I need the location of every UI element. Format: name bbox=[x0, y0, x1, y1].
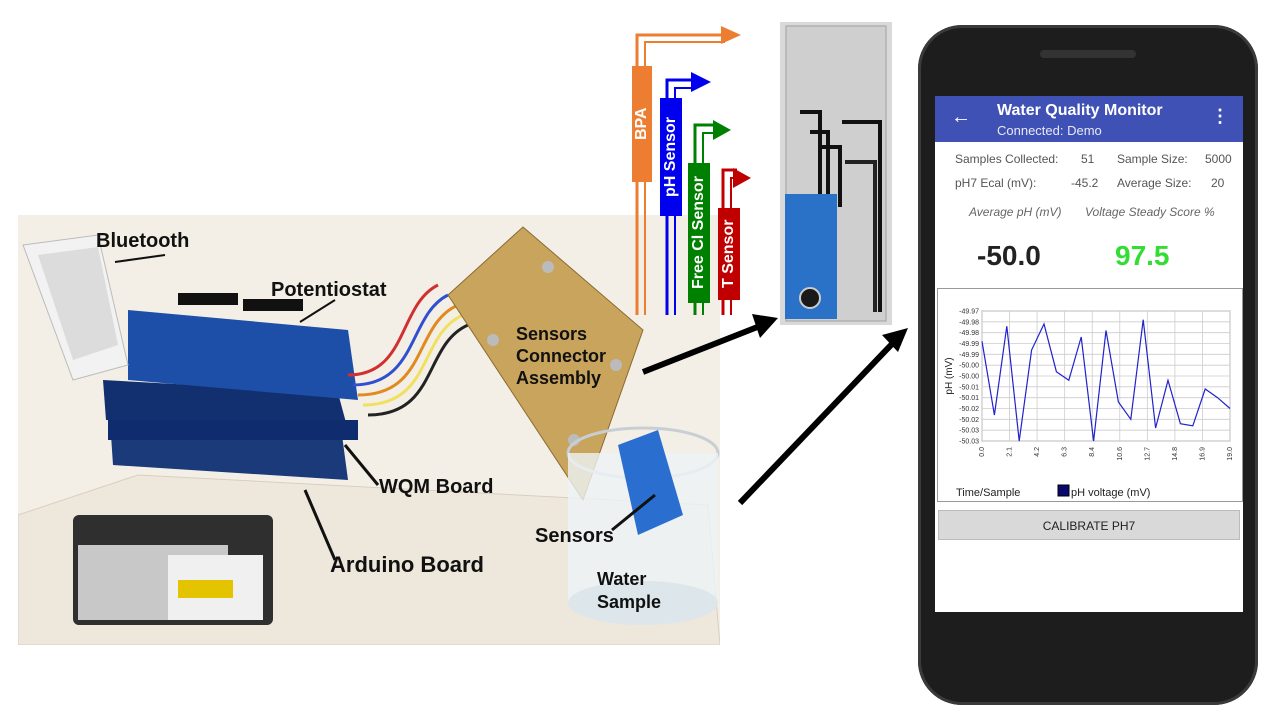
connection-status: Connected: Demo bbox=[997, 123, 1102, 138]
y-tick-label: -50.01 bbox=[959, 384, 979, 391]
y-tick-label: -50.02 bbox=[959, 417, 979, 424]
label-water-sample: Water Sample bbox=[597, 569, 662, 612]
steady-score-label: Voltage Steady Score % bbox=[1085, 205, 1215, 219]
x-tick-label: 0.0 bbox=[979, 447, 986, 457]
average-size-value: 20 bbox=[1211, 176, 1225, 190]
sensor-free-cl-text: Free Cl Sensor bbox=[690, 176, 707, 290]
samples-collected-label: Samples Collected: bbox=[955, 152, 1059, 166]
x-tick-label: 6.3 bbox=[1062, 447, 1069, 457]
y-tick-label: -50.03 bbox=[959, 428, 979, 435]
label-arduino-board: Arduino Board bbox=[330, 552, 484, 577]
sensor-chip-illustration bbox=[785, 25, 887, 322]
y-tick-label: -50.02 bbox=[959, 406, 979, 413]
arrow-head-icon bbox=[752, 314, 778, 338]
label-potentiostat: Potentiostat bbox=[271, 279, 387, 301]
x-tick-label: 4.2 bbox=[1034, 447, 1041, 457]
legend-label: pH voltage (mV) bbox=[1071, 487, 1150, 499]
average-ph-label: Average pH (mV) bbox=[969, 205, 1062, 219]
y-tick-label: -49.98 bbox=[959, 330, 979, 337]
y-tick-label: -50.00 bbox=[959, 374, 979, 381]
sensor-bpa-label: BPA bbox=[632, 66, 652, 182]
sensor-t-text: T Sensor bbox=[720, 219, 737, 289]
x-tick-label: 14.8 bbox=[1172, 447, 1179, 461]
y-tick-label: -50.01 bbox=[959, 395, 979, 402]
sensor-t-label: T Sensor bbox=[718, 208, 740, 300]
x-tick-label: 10.6 bbox=[1117, 447, 1124, 461]
sensor-chip-photo bbox=[780, 22, 892, 325]
sensor-free-cl-label: Free Cl Sensor bbox=[688, 163, 710, 303]
phone-speaker bbox=[1040, 50, 1136, 58]
overflow-menu-icon[interactable]: ⋮ bbox=[1211, 106, 1229, 126]
average-size-label: Average Size: bbox=[1117, 176, 1192, 190]
calibrate-ph7-button[interactable]: CALIBRATE PH7 bbox=[938, 510, 1240, 540]
label-wqm-board: WQM Board bbox=[379, 476, 494, 498]
sensor-ph-label: pH Sensor bbox=[660, 98, 682, 216]
samples-collected-value: 51 bbox=[1081, 152, 1095, 166]
x-tick-label: 19.0 bbox=[1227, 447, 1234, 461]
x-axis-label: Time/Sample bbox=[956, 487, 1020, 499]
y-tick-label: -49.99 bbox=[959, 352, 979, 359]
hardware-illustration bbox=[17, 226, 721, 646]
legend-swatch bbox=[1057, 484, 1070, 497]
x-tick-label: 12.7 bbox=[1144, 447, 1151, 461]
sensor-bpa-text: BPA bbox=[633, 107, 650, 141]
sensor-ph-text: pH Sensor bbox=[662, 117, 679, 198]
steady-score-value: 97.5 bbox=[1115, 240, 1170, 271]
label-sensors-connector-assembly: Sensors Connector Assembly bbox=[516, 324, 606, 388]
y-tick-label: -49.99 bbox=[959, 341, 979, 348]
label-bluetooth: Bluetooth bbox=[96, 230, 190, 252]
x-tick-label: 8.4 bbox=[1089, 447, 1096, 457]
ph-chart-svg: -49.97 -49.98 -49.98 -49.99 -49.99 -50.00 -50.… bbox=[944, 309, 1234, 500]
y-tick-label: -50.03 bbox=[959, 439, 979, 446]
average-ph-value: -50.0 bbox=[977, 240, 1041, 271]
app-bar: ← Water Quality Monitor Connected: Demo … bbox=[935, 96, 1243, 142]
y-tick-label: -49.97 bbox=[959, 309, 979, 316]
sample-size-label: Sample Size: bbox=[1117, 152, 1188, 166]
phone-screen: ← Water Quality Monitor Connected: Demo … bbox=[935, 96, 1243, 612]
y-tick-label: -49.98 bbox=[959, 319, 979, 326]
x-tick-label: 16.9 bbox=[1199, 447, 1206, 461]
ph-chart: -49.97 -49.98 -49.98 -49.99 -49.99 -50.00 -50.… bbox=[937, 288, 1243, 502]
sample-size-value: 5000 bbox=[1205, 152, 1232, 166]
ph-voltage-series-line bbox=[981, 319, 1231, 442]
ph7-ecal-label: pH7 Ecal (mV): bbox=[955, 176, 1037, 190]
back-arrow-icon[interactable]: ← bbox=[951, 106, 971, 128]
y-axis-label: pH (mV) bbox=[944, 357, 955, 394]
hardware-photo bbox=[17, 215, 721, 646]
arrow-head-icon bbox=[882, 328, 908, 352]
x-tick-label: 2.1 bbox=[1007, 447, 1014, 457]
ph7-ecal-value: -45.2 bbox=[1071, 176, 1099, 190]
y-tick-label: -50.00 bbox=[959, 363, 979, 370]
app-title: Water Quality Monitor bbox=[997, 102, 1163, 119]
phone-bottom-bezel bbox=[1029, 619, 1145, 685]
label-sensors: Sensors bbox=[535, 525, 614, 547]
